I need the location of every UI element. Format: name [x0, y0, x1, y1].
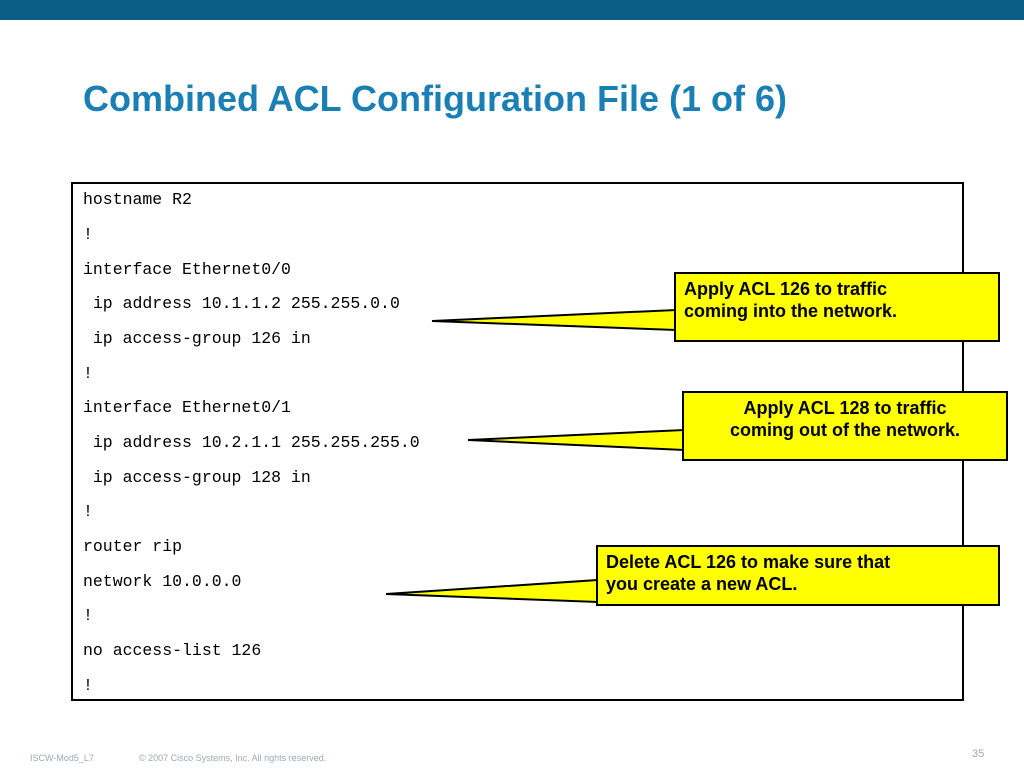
callout-apply-acl-128: Apply ACL 128 to traffic coming out of t…	[682, 391, 1008, 461]
callout-apply-acl-126: Apply ACL 126 to traffic coming into the…	[674, 272, 1000, 342]
config-line: ip address 10.1.1.2 255.255.0.0	[83, 294, 400, 313]
config-line: !	[83, 364, 93, 383]
config-line: hostname R2	[83, 190, 192, 209]
config-line: no access-list 126	[83, 641, 262, 660]
footer-course-code: ISCW-Mod5_L7	[30, 753, 94, 763]
top-banner-bar	[0, 0, 1024, 20]
config-line: interface Ethernet0/0	[83, 260, 291, 279]
page-number: 35	[972, 748, 985, 760]
config-line: !	[83, 225, 93, 244]
config-line: ip access-group 128 in	[83, 468, 311, 487]
slide-title: Combined ACL Configuration File (1 of 6)	[83, 78, 787, 119]
config-line: !	[83, 606, 93, 625]
config-line: !	[83, 502, 93, 521]
config-line: ip address 10.2.1.1 255.255.255.0	[83, 433, 420, 452]
config-line: network 10.0.0.0	[83, 572, 242, 591]
config-line: ip access-group 126 in	[83, 329, 311, 348]
callout-delete-acl-126: Delete ACL 126 to make sure that you cre…	[596, 545, 1000, 606]
footer-copyright: © 2007 Cisco Systems, Inc. All rights re…	[139, 753, 327, 763]
config-line: !	[83, 676, 93, 695]
config-line: interface Ethernet0/1	[83, 398, 291, 417]
config-line: router rip	[83, 537, 183, 556]
